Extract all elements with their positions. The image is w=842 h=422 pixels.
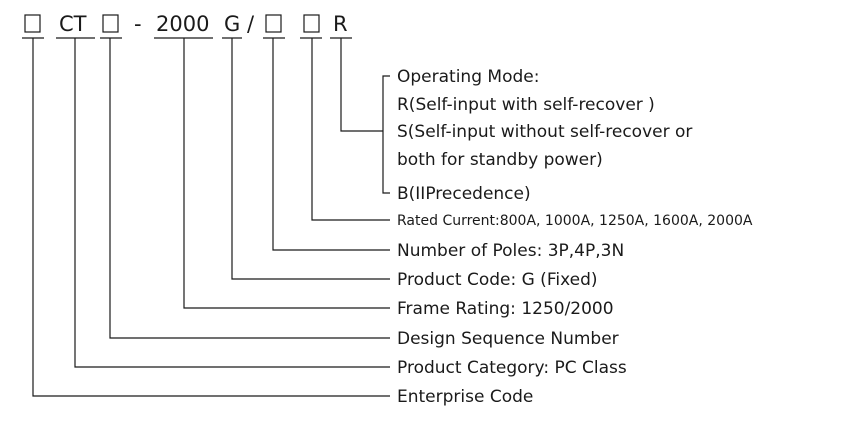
code-row: CT - 2000 G / R	[22, 12, 352, 39]
operating-mode-b-desc: B(IIPrecedence)	[397, 184, 531, 204]
number-of-poles-box	[265, 14, 282, 33]
rated-current-box	[303, 14, 320, 33]
rated-current-desc: Rated Current:800A, 1000A, 1250A, 1600A,…	[397, 213, 753, 229]
operating-mode-bracket	[382, 75, 390, 194]
design-sequence-box	[102, 14, 119, 33]
product-category-desc: Product Category: PC Class	[397, 358, 627, 378]
frame-rating-desc: Frame Rating: 1250/2000	[397, 299, 614, 319]
design-sequence-leader	[109, 38, 390, 339]
operating-mode-r: R	[333, 12, 348, 36]
product-code-desc: Product Code: G (Fixed)	[397, 270, 598, 290]
number-of-poles-leader	[272, 38, 390, 251]
operating-mode-r-desc: R(Self-input with self-recover )	[397, 95, 655, 115]
enterprise-code-box	[24, 14, 41, 33]
descriptions: Operating Mode: R(Self-input with self-r…	[397, 67, 753, 407]
product-code-leader	[231, 38, 390, 280]
operating-mode-s-desc-line1: S(Self-input without self-recover or	[397, 122, 692, 142]
frame-rating-code: 2000	[156, 12, 209, 36]
design-sequence-desc: Design Sequence Number	[397, 329, 619, 349]
slash-symbol: /	[247, 12, 255, 36]
number-of-poles-desc: Number of Poles: 3P,4P,3N	[397, 241, 624, 261]
operating-mode-leader	[340, 38, 383, 132]
operating-mode-title: Operating Mode:	[397, 67, 539, 87]
rated-current-leader	[311, 38, 390, 221]
leader-lines	[32, 38, 390, 397]
frame-rating-leader	[183, 38, 390, 309]
dash-symbol: -	[134, 12, 142, 36]
enterprise-code-desc: Enterprise Code	[397, 387, 533, 407]
enterprise-code-leader	[32, 38, 390, 397]
product-code-g: G	[224, 12, 240, 36]
ct-code: CT	[59, 12, 87, 36]
operating-mode-s-desc-line2: both for standby power)	[397, 150, 603, 170]
product-category-leader	[74, 38, 390, 368]
